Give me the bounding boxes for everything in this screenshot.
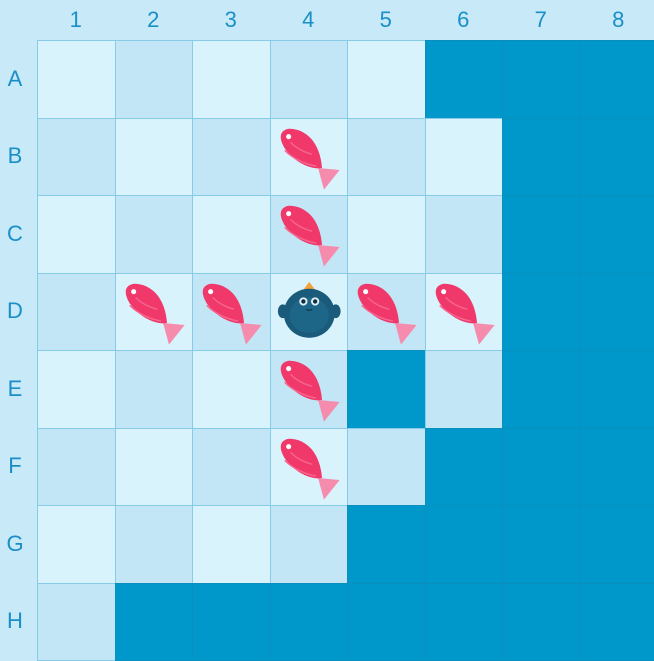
row-label-B: B	[0, 118, 30, 196]
cell-D7[interactable]	[502, 273, 581, 352]
column-label-5: 5	[347, 0, 425, 40]
cell-D3[interactable]	[192, 273, 271, 352]
cell-F5[interactable]	[347, 428, 426, 507]
cell-C2[interactable]	[115, 195, 194, 274]
column-label-6: 6	[425, 0, 503, 40]
cell-B4[interactable]	[270, 118, 349, 197]
row-label-F: F	[0, 428, 30, 506]
cell-E3[interactable]	[192, 350, 271, 429]
cell-C1[interactable]	[37, 195, 116, 274]
cell-F3[interactable]	[192, 428, 271, 507]
row-label-C: C	[0, 195, 30, 273]
cell-H4[interactable]	[270, 583, 349, 661]
cell-D4[interactable]	[270, 273, 349, 352]
cell-H7[interactable]	[502, 583, 581, 661]
cell-B3[interactable]	[192, 118, 271, 197]
cell-B2[interactable]	[115, 118, 194, 197]
row-label-E: E	[0, 350, 30, 428]
cell-F1[interactable]	[37, 428, 116, 507]
cell-G8[interactable]	[580, 505, 654, 584]
cell-E2[interactable]	[115, 350, 194, 429]
cell-G2[interactable]	[115, 505, 194, 584]
cell-C8[interactable]	[580, 195, 654, 274]
fish-icon	[193, 274, 270, 351]
cell-C3[interactable]	[192, 195, 271, 274]
cell-C7[interactable]	[502, 195, 581, 274]
cell-E5[interactable]	[347, 350, 426, 429]
row-label-G: G	[0, 505, 30, 583]
penguin-icon[interactable]	[271, 274, 348, 351]
cell-A4[interactable]	[270, 40, 349, 119]
cell-B7[interactable]	[502, 118, 581, 197]
cell-A3[interactable]	[192, 40, 271, 119]
column-label-3: 3	[192, 0, 270, 40]
cell-A5[interactable]	[347, 40, 426, 119]
column-label-7: 7	[502, 0, 580, 40]
fish-icon	[348, 274, 425, 351]
fish-icon	[426, 274, 503, 351]
cell-D6[interactable]	[425, 273, 504, 352]
column-label-2: 2	[115, 0, 193, 40]
cell-H6[interactable]	[425, 583, 504, 661]
cell-E1[interactable]	[37, 350, 116, 429]
cell-E8[interactable]	[580, 350, 654, 429]
cell-G1[interactable]	[37, 505, 116, 584]
cell-B1[interactable]	[37, 118, 116, 197]
cell-F6[interactable]	[425, 428, 504, 507]
cell-G5[interactable]	[347, 505, 426, 584]
cell-A6[interactable]	[425, 40, 504, 119]
cell-F4[interactable]	[270, 428, 349, 507]
cell-F2[interactable]	[115, 428, 194, 507]
cell-G6[interactable]	[425, 505, 504, 584]
cell-H1[interactable]	[37, 583, 116, 661]
cell-F7[interactable]	[502, 428, 581, 507]
cell-G4[interactable]	[270, 505, 349, 584]
cell-B8[interactable]	[580, 118, 654, 197]
cell-C6[interactable]	[425, 195, 504, 274]
cell-D2[interactable]	[115, 273, 194, 352]
cell-H5[interactable]	[347, 583, 426, 661]
cell-H8[interactable]	[580, 583, 654, 661]
cell-B5[interactable]	[347, 118, 426, 197]
fish-icon	[271, 351, 348, 428]
cell-A8[interactable]	[580, 40, 654, 119]
cell-A2[interactable]	[115, 40, 194, 119]
row-label-H: H	[0, 583, 30, 661]
cell-G7[interactable]	[502, 505, 581, 584]
cell-F8[interactable]	[580, 428, 654, 507]
cell-A7[interactable]	[502, 40, 581, 119]
row-label-D: D	[0, 273, 30, 351]
fish-icon	[271, 429, 348, 506]
cell-A1[interactable]	[37, 40, 116, 119]
cell-D5[interactable]	[347, 273, 426, 352]
column-label-4: 4	[270, 0, 348, 40]
row-label-A: A	[0, 40, 30, 118]
cell-E7[interactable]	[502, 350, 581, 429]
fish-icon	[116, 274, 193, 351]
cell-H3[interactable]	[192, 583, 271, 661]
column-label-8: 8	[580, 0, 654, 40]
column-label-1: 1	[37, 0, 115, 40]
cell-E4[interactable]	[270, 350, 349, 429]
cell-C4[interactable]	[270, 195, 349, 274]
cell-B6[interactable]	[425, 118, 504, 197]
cell-E6[interactable]	[425, 350, 504, 429]
cell-D1[interactable]	[37, 273, 116, 352]
cell-D8[interactable]	[580, 273, 654, 352]
fish-icon	[271, 119, 348, 196]
cell-C5[interactable]	[347, 195, 426, 274]
cell-H2[interactable]	[115, 583, 194, 661]
fish-icon	[271, 196, 348, 273]
cell-G3[interactable]	[192, 505, 271, 584]
